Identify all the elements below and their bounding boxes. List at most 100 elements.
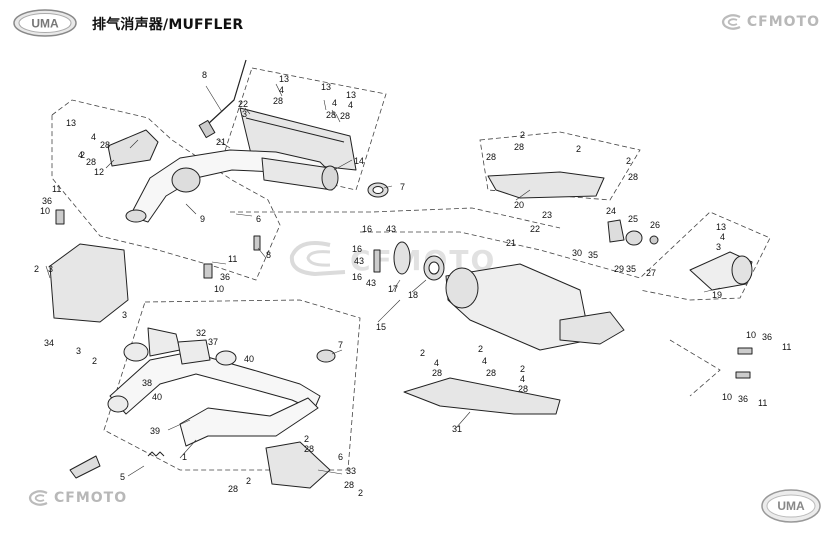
callout-label: 2 [420, 348, 425, 358]
callout-label: 2 [626, 156, 631, 166]
callout-label: 31 [452, 424, 462, 434]
cfmoto-brand-bottom: CFMOTO [28, 490, 127, 506]
o2-sensor-upper [198, 119, 216, 139]
uma-logo-icon: UMA [13, 9, 77, 37]
callout-label: 28 [344, 480, 354, 490]
callout-label: 4 [434, 358, 439, 368]
bolt-10-a [737, 347, 753, 355]
callout-label: 2 [520, 130, 525, 140]
lower-bracket [265, 441, 331, 489]
callout-label: 10 [746, 330, 756, 340]
callout-label: 2 [520, 364, 525, 374]
callout-label: 21 [506, 238, 516, 248]
damper-25 [625, 230, 643, 246]
uma-logo-text: UMA [777, 499, 805, 513]
callout-labels: 8 13 4 28 22 3 13 4 28 13 4 28 13 4 28 2… [34, 70, 791, 498]
muffler-inlet [445, 267, 479, 309]
callout-label: 13 [716, 222, 726, 232]
uma-logo-icon: UMA [761, 489, 821, 523]
nut-26 [649, 235, 659, 245]
hanger-24 [607, 219, 625, 243]
callout-label: 28 [514, 142, 524, 152]
callout-label: 19 [712, 290, 722, 300]
pipe-ring-40 [215, 350, 237, 366]
header-pipe [129, 149, 331, 223]
callout-label: 9 [200, 214, 205, 224]
callout-label: 28 [340, 111, 350, 121]
callout-label: 28 [100, 140, 110, 150]
leader-lines [45, 83, 721, 477]
catalyst-outlet [321, 165, 339, 191]
callout-label: 7 [338, 340, 343, 350]
callout-label: 18 [408, 290, 418, 300]
callout-label: 28 [273, 96, 283, 106]
callout-label: 4 [348, 100, 353, 110]
cfmoto-logo-icon [721, 14, 741, 30]
callout-label: 13 [346, 90, 356, 100]
callout-label: 4 [482, 356, 487, 366]
cfmoto-brand-text: CFMOTO [54, 490, 128, 506]
pipe-elbow-39 [107, 395, 129, 413]
callout-label: 22 [238, 99, 248, 109]
heat-shield-group-box [221, 67, 387, 191]
callout-label: 33 [346, 466, 356, 476]
callout-label: 23 [542, 210, 552, 220]
callout-label: 14 [354, 156, 364, 166]
callout-label: 4 [279, 85, 284, 95]
callout-label: 2 [34, 264, 39, 274]
callout-label: 7 [400, 182, 405, 192]
callout-label: 29 [614, 264, 624, 274]
pipe-cover-small [107, 129, 159, 167]
callout-label: 43 [366, 278, 376, 288]
o2-sensor-left [55, 209, 65, 225]
tail-pipe-end [731, 255, 753, 285]
callout-label: 10 [40, 206, 50, 216]
callout-label: 28 [304, 444, 314, 454]
dash-link-a [230, 207, 561, 229]
dash-link-b [669, 339, 721, 397]
callout-label: 3 [242, 109, 247, 119]
lower-pipe-group-box [103, 299, 361, 471]
cfmoto-brand-top: CFMOTO [721, 14, 820, 30]
callout-label: 20 [514, 200, 524, 210]
cfmoto-brand-text: CFMOTO [746, 14, 820, 30]
heat-shield-rib [245, 117, 345, 143]
callout-label: 6 [338, 452, 343, 462]
callout-label: 8 [266, 250, 271, 260]
lower-pipe-b [179, 397, 319, 447]
callout-label: 3 [76, 346, 81, 356]
callout-label: 28 [86, 157, 96, 167]
callout-label: 2 [358, 488, 363, 498]
callout-label: 2 [92, 356, 97, 366]
callout-label: 4 [91, 132, 96, 142]
callout-label: 15 [376, 322, 386, 332]
callout-label: 4 [720, 232, 725, 242]
header-pipe-group-box [51, 99, 281, 281]
muffler-heat-shield [403, 377, 561, 415]
sensor-bolt-11 [203, 263, 213, 279]
side-heat-shield [49, 243, 129, 323]
callout-label: 13 [321, 82, 331, 92]
callout-label: 34 [44, 338, 54, 348]
callout-label: 3 [48, 264, 53, 274]
callout-label: 2 [246, 476, 251, 486]
callout-label: 11 [228, 254, 237, 264]
callout-label: 36 [42, 196, 52, 206]
callout-label: 36 [738, 394, 748, 404]
callout-label: 43 [386, 224, 396, 234]
callout-label: 2 [304, 434, 309, 444]
callout-label: 5 [120, 472, 125, 482]
forward-arrow-icon [69, 455, 101, 479]
bracket-group-box [479, 131, 641, 201]
callout-label: 4 [332, 98, 337, 108]
callout-label: 32 [196, 328, 206, 338]
gasket-18-hole [428, 261, 440, 275]
muffler-outlet-pipe [559, 311, 625, 345]
callout-label: 26 [650, 220, 660, 230]
spring [147, 451, 165, 457]
callout-label: 43 [354, 256, 364, 266]
cfmoto-logo-icon [28, 490, 48, 506]
callout-label: 40 [152, 392, 162, 402]
gasket-lower [316, 349, 336, 363]
